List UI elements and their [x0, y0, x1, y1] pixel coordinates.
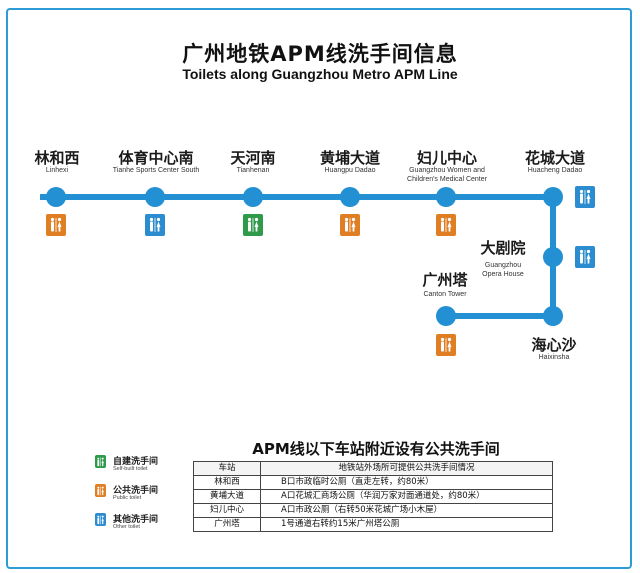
station-name-tianhe-sports-center-south: 体育中心南	[118, 149, 194, 167]
station-en-linhexi: Linhexi	[45, 167, 69, 174]
station-name-haixinsha: 海心沙	[531, 336, 577, 354]
station-dot-canton-tower[interactable]	[436, 306, 456, 326]
station-name-women-children-center: 妇儿中心	[416, 149, 478, 167]
table-row: 林和西 B口市政临时公厕（直走左转，约80米）	[193, 475, 553, 490]
legend-public-en: Public toilet	[113, 495, 142, 501]
table-cell-station: 林和西	[193, 475, 261, 490]
apm-line-track	[40, 194, 556, 319]
station-name-huacheng-dadao: 花城大道	[524, 149, 586, 167]
station-dot-huacheng-dadao[interactable]	[543, 187, 563, 207]
table-cell-description: 1号通道右转约15米广州塔公厕	[260, 517, 553, 532]
station-en-opera-house-line2: Opera House	[482, 271, 524, 278]
station-en-canton-tower: Canton Tower	[423, 291, 467, 298]
table-row: 黄埔大道 A口花城汇商场公厕（华润万家对面通道处，约80米）	[193, 489, 553, 504]
title-english: Toilets along Guangzhou Metro APM Line	[182, 66, 458, 82]
table-title: APM线以下车站附近设有公共洗手间	[252, 440, 500, 458]
station-en-huacheng-dadao: Huacheng Dadao	[527, 167, 583, 174]
table-row: 广州塔 1号通道右转约15米广州塔公厕	[193, 517, 553, 532]
table-cell-station: 黄埔大道	[193, 489, 261, 504]
legend-other-en: Other toilet	[113, 524, 140, 530]
table-cell-description: A口花城汇商场公厕（华润万家对面通道处，约80米）	[260, 489, 553, 504]
legend-other-toilet-icon	[95, 513, 106, 526]
station-en-women-children-center-line2: Children's Medical Center	[407, 176, 487, 183]
public-toilet-table: 车站 地铁站外场所可提供公共洗手间情况 林和西 B口市政临时公厕（直走左转，约8…	[193, 461, 553, 532]
legend-public-label: 公共洗手间	[113, 486, 159, 496]
table-cell-station: 广州塔	[193, 517, 261, 532]
other-toilet-icon	[575, 186, 595, 208]
table-cell-description: B口市政临时公厕（直走左转，约80米）	[260, 475, 553, 490]
public-toilet-icon	[436, 334, 456, 356]
station-dot-huangpu-dadao[interactable]	[340, 187, 360, 207]
station-en-women-children-center-line1: Guangzhou Women and	[409, 167, 485, 174]
legend-self-built-en: Self-built toilet	[113, 466, 148, 472]
station-en-opera-house-line1: Guangzhou	[484, 262, 522, 269]
station-dot-tianhenan[interactable]	[243, 187, 263, 207]
station-name-opera-house: 大剧院	[480, 239, 526, 257]
station-dot-opera-house[interactable]	[543, 247, 563, 267]
station-dot-haixinsha[interactable]	[543, 306, 563, 326]
station-en-tianhenan: Tianhenan	[236, 167, 270, 174]
station-name-tianhenan: 天河南	[230, 149, 276, 167]
other-toilet-icon	[145, 214, 165, 236]
public-toilet-icon	[436, 214, 456, 236]
other-toilet-icon	[575, 246, 595, 268]
table-header-row: 车站 地铁站外场所可提供公共洗手间情况	[193, 461, 553, 476]
station-dot-women-children-center[interactable]	[436, 187, 456, 207]
table-cell-station: 妇儿中心	[193, 503, 261, 518]
station-name-huangpu-dadao: 黄埔大道	[319, 149, 381, 167]
title-chinese: 广州地铁APM线洗手间信息	[182, 42, 458, 66]
table-row: 妇儿中心 A口市政公厕（右转50米花城广场小木屋）	[193, 503, 553, 518]
station-en-tianhe-sports-center-south: Tianhe Sports Center South	[112, 167, 200, 174]
legend-other-label: 其他洗手间	[113, 515, 159, 525]
station-dot-linhexi[interactable]	[46, 187, 66, 207]
station-dot-tianhe-sports-center-south[interactable]	[145, 187, 165, 207]
station-name-linhexi: 林和西	[34, 149, 80, 167]
header-station: 车站	[193, 461, 261, 476]
public-toilet-icon	[340, 214, 360, 236]
station-en-huangpu-dadao: Huangpu Dadao	[324, 167, 376, 174]
header-description: 地铁站外场所可提供公共洗手间情况	[260, 461, 553, 476]
station-name-canton-tower: 广州塔	[422, 271, 468, 289]
self-built-toilet-icon	[243, 214, 263, 236]
table-cell-description: A口市政公厕（右转50米花城广场小木屋）	[260, 503, 553, 518]
public-toilet-icon	[46, 214, 66, 236]
legend-self-built-toilet-icon	[95, 455, 106, 468]
station-en-haixinsha: Haixinsha	[538, 354, 570, 361]
legend-public-toilet-icon	[95, 484, 106, 497]
legend-self-built-label: 自建洗手间	[113, 457, 159, 467]
